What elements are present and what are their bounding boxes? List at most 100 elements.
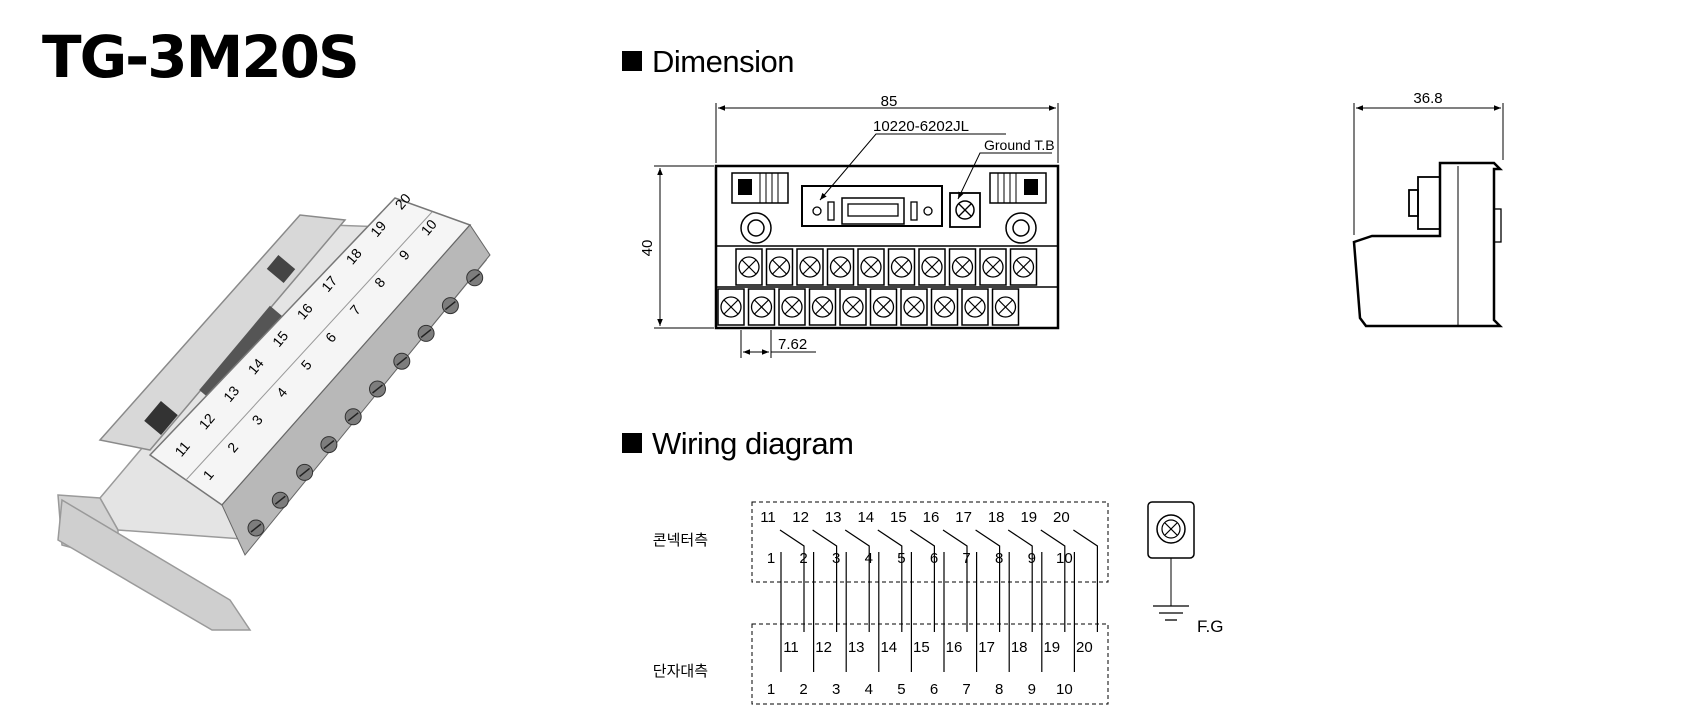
bullet-square-icon — [622, 50, 642, 71]
dimension-front-view — [654, 103, 1060, 358]
pitch-label: 7.62 — [778, 336, 807, 353]
terminal-side-box — [751, 623, 1109, 705]
terminal-side-label: 단자대측 — [653, 662, 708, 680]
photo-screw-icon — [466, 269, 484, 287]
connector-pin-upper: 18 — [988, 509, 1005, 526]
connector-part-label: 10220-6202JL — [873, 118, 969, 135]
wire-line — [910, 529, 936, 632]
connector-pin-lower: 3 — [832, 550, 840, 567]
terminal-pin-upper: 19 — [1043, 639, 1060, 656]
connector-pin-lower: 7 — [962, 550, 970, 567]
fg-label: F.G — [1197, 617, 1223, 636]
photo-latch-top — [266, 255, 296, 283]
terminal-pin-lower: 7 — [962, 681, 970, 698]
wire-line — [1007, 529, 1033, 632]
wire-lines — [779, 529, 1099, 672]
terminal-screw-icon — [796, 248, 824, 286]
connector-side-box — [751, 501, 1109, 583]
terminal-screw-icon — [979, 248, 1007, 286]
model-title: TG-3M20S — [42, 23, 360, 91]
terminal-screw-icon — [900, 288, 928, 326]
terminal-row-upper — [735, 248, 1038, 286]
terminal-pin-upper: 13 — [848, 639, 865, 656]
photo-screw-icon — [271, 491, 289, 509]
wire-line — [844, 529, 870, 632]
wire-line — [812, 529, 838, 632]
photo-screw-icon — [441, 297, 459, 315]
terminal-screw-icon — [857, 248, 885, 286]
wire-line — [1073, 529, 1099, 632]
wire-line — [1040, 529, 1066, 632]
terminal-pin-lower: 1 — [767, 681, 775, 698]
connector-pin-upper: 12 — [792, 509, 809, 526]
wire-line — [942, 529, 968, 632]
terminal-screw-icon — [869, 288, 898, 326]
dimension-side-view — [1352, 103, 1504, 328]
terminal-screw-icon — [717, 288, 745, 326]
terminal-pin-upper: 17 — [978, 639, 995, 656]
wire-line — [975, 529, 1001, 632]
photo-body-front — [57, 498, 252, 631]
connector-pin-lower: 9 — [1028, 550, 1036, 567]
terminal-screw-icon — [918, 248, 946, 286]
dimension-heading-text: Dimension — [652, 44, 794, 79]
terminal-pin-upper: 20 — [1076, 639, 1093, 656]
terminal-screw-icon — [961, 288, 989, 326]
wiring-numbers: 1111111221221331331441441551551661661771… — [760, 509, 1093, 698]
fg-terminal — [1147, 501, 1195, 559]
terminal-screw-icon — [826, 248, 855, 286]
terminal-screw-icon — [839, 288, 867, 326]
dimension-heading: Dimension — [622, 46, 794, 77]
photo-screw-icon — [320, 436, 338, 454]
connector-pin-lower: 2 — [799, 550, 807, 567]
bullet-square-icon — [622, 432, 642, 453]
connector-pin-upper: 19 — [1020, 509, 1037, 526]
terminal-pin-lower: 10 — [1056, 681, 1073, 698]
photo-screw-icon — [417, 324, 435, 342]
wiring-heading-text: Wiring diagram — [652, 426, 854, 461]
terminal-pin-lower: 6 — [930, 681, 938, 698]
photo-screw-icon — [393, 352, 411, 370]
connector-pin-lower: 5 — [897, 550, 905, 567]
connector-pin-upper: 15 — [890, 509, 907, 526]
photo-screw-icon — [369, 380, 386, 398]
connector-pin-lower: 8 — [995, 550, 1003, 567]
wiring-heading: Wiring diagram — [622, 426, 854, 461]
connector-pin-lower: 6 — [930, 550, 938, 567]
connector-pin-upper: 13 — [825, 509, 842, 526]
terminal-screw-icon — [747, 288, 776, 326]
photo-terminal-screws — [221, 224, 491, 556]
terminal-pin-lower: 9 — [1028, 681, 1036, 698]
connector-pin-upper: 20 — [1053, 509, 1070, 526]
terminal-pin-upper: 18 — [1011, 639, 1028, 656]
terminal-screw-icon — [948, 248, 977, 286]
dim-width-label: 85 — [881, 93, 898, 110]
connector-side-label: 콘넥터측 — [653, 531, 708, 549]
terminal-screw-icon — [930, 288, 959, 326]
terminal-screw-icon — [1009, 248, 1038, 286]
terminal-pin-upper: 16 — [946, 639, 963, 656]
wire-line — [779, 529, 805, 632]
terminal-screw-icon — [778, 288, 806, 326]
terminal-pin-lower: 3 — [832, 681, 840, 698]
dim-depth-label: 36.8 — [1413, 90, 1442, 107]
ground-tb-label: Ground T.B — [984, 137, 1055, 153]
wiring-diagram — [751, 501, 1195, 705]
fg-screw-icon — [1156, 514, 1186, 544]
terminal-pin-upper: 12 — [815, 639, 832, 656]
terminal-pin-lower: 8 — [995, 681, 1003, 698]
terminal-pin-upper: 14 — [880, 639, 897, 656]
terminal-pin-lower: 2 — [799, 681, 807, 698]
terminal-screw-icon — [735, 248, 763, 286]
terminal-screw-icon — [991, 288, 1020, 326]
connector-pin-upper: 14 — [857, 509, 874, 526]
connector-pin-upper: 17 — [955, 509, 972, 526]
terminal-screw-icon — [887, 248, 916, 286]
terminal-screw-icon — [808, 288, 837, 326]
connector-pin-upper: 11 — [760, 509, 776, 526]
dim-height-label: 40 — [639, 240, 656, 257]
terminal-screw-icon — [765, 248, 794, 286]
connector-pin-lower: 10 — [1056, 550, 1073, 567]
